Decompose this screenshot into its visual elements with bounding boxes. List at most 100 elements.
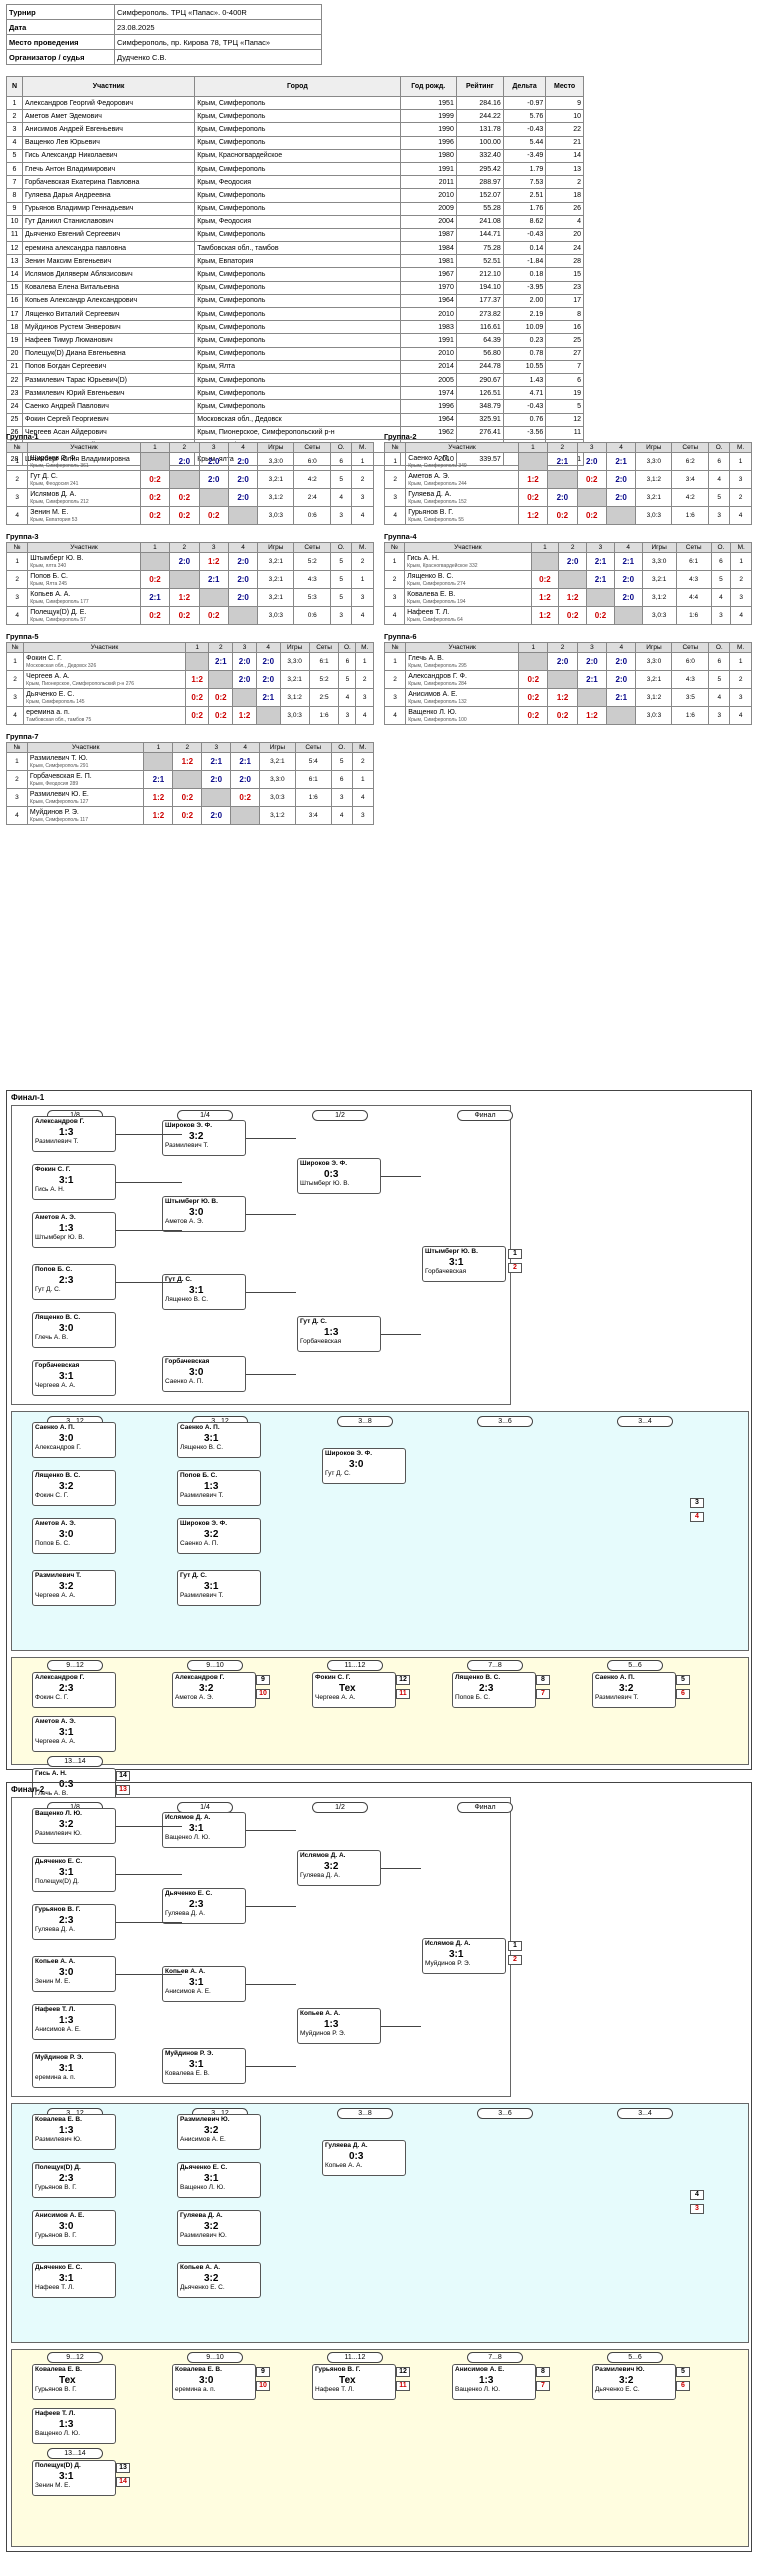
place-badge: 8: [536, 1675, 550, 1685]
group-place: 3: [729, 470, 752, 489]
group-title: Группа-7: [6, 732, 39, 741]
match-score: 0:2: [527, 711, 540, 720]
place-badge: 5: [676, 1675, 690, 1685]
round-header: 11...12: [327, 2352, 383, 2363]
group-points: 5: [330, 470, 353, 489]
group-row-number: 1: [5, 652, 25, 671]
group-score-cell: 0:2: [586, 606, 615, 625]
player-cell: 4: [6, 135, 23, 150]
match-score: 1:2: [178, 593, 191, 602]
player-cell: 241.08: [455, 214, 504, 229]
participant-name: Аметов А. Э.: [408, 472, 450, 480]
group-place: 3: [355, 688, 374, 707]
group-header-cell: №: [5, 642, 25, 653]
match-score: 1:2: [527, 511, 539, 520]
group-score-cell: [208, 670, 234, 689]
match-player-bottom: Дьяченко Е. С.: [180, 2284, 225, 2291]
group-sets: 6:2: [671, 452, 710, 471]
group-score-cell: 2:0: [547, 488, 578, 507]
participant-name: Нафеев Т. Л.: [407, 608, 450, 616]
group-header-cell: М.: [729, 642, 752, 653]
match-player-top: Полещук(D) Д.: [35, 2164, 81, 2171]
match-player-top: Александров Г.: [35, 1118, 85, 1125]
group-games: 3,2:1: [257, 552, 295, 571]
group-place: 1: [355, 652, 374, 671]
player-cell: Крым, Симферополь: [194, 386, 401, 401]
match-score: 3:1: [449, 1257, 464, 1268]
participant-city: Крым, Симферополь 244: [408, 480, 467, 487]
match-score: 0:2: [527, 675, 540, 684]
players-header-cell: Дельта: [502, 76, 547, 97]
match-player-bottom: Гурьянов В. Г.: [35, 2386, 77, 2393]
group-points: 3: [708, 706, 731, 725]
player-cell: 212.10: [455, 267, 504, 282]
match-score: 2:0: [585, 457, 598, 466]
player-cell: 1.79: [502, 161, 547, 177]
group-score-cell: [184, 652, 210, 671]
place-badge: 8: [536, 2367, 550, 2377]
match-player-bottom: Размилевич Т.: [180, 1592, 224, 1599]
match-player-top: Ковалева Е. В.: [175, 2366, 222, 2373]
group-header-cell: О.: [708, 442, 731, 453]
group-points: 5: [710, 570, 732, 589]
group-score-cell: 2:0: [198, 470, 229, 489]
match-score: 3:1: [59, 2273, 74, 2284]
group-sets: 3:4: [671, 470, 710, 489]
player-cell: 1984: [399, 241, 457, 256]
group-sets: 4:2: [671, 488, 710, 507]
match-player-bottom: Зенин М. Е.: [35, 2482, 71, 2489]
group-header-cell: М.: [351, 742, 375, 753]
match-score: 2:3: [189, 1899, 204, 1910]
group-header-cell: 1: [139, 442, 171, 453]
player-cell: -3.49: [502, 148, 547, 163]
group-score-cell: [198, 488, 229, 507]
match-score: 2:0: [237, 593, 249, 602]
match-score: 3:1: [59, 2063, 74, 2074]
player-cell: 131.78: [455, 122, 504, 137]
player-cell: 1964: [399, 412, 457, 427]
group-points: 4: [330, 488, 353, 507]
player-cell: Крым, Симферополь: [194, 267, 401, 282]
match-score: 0:2: [191, 711, 203, 720]
player-cell: 24: [6, 399, 23, 414]
place-badge: 4: [690, 1512, 704, 1522]
group-points: 4: [710, 588, 732, 607]
participant-name: еремина а. п.: [26, 708, 70, 716]
match-score: 3:2: [59, 1581, 74, 1592]
match-score: 3:2: [59, 1481, 74, 1492]
player-cell: Лященко Виталий Сергеевич: [21, 306, 196, 322]
player-cell: 15: [6, 280, 23, 295]
match-player-bottom: Гуляева Д. А.: [35, 1926, 76, 1933]
player-cell: Крым, Симферополь: [194, 306, 401, 322]
player-cell: 1987: [399, 227, 457, 243]
group-sets: 1:6: [671, 506, 710, 525]
group-header-cell: №: [383, 642, 407, 653]
group-sets: 4:2: [293, 470, 332, 489]
match-player-bottom: Штымберг Ю. В.: [300, 1180, 350, 1187]
match-score: 1:2: [566, 593, 579, 602]
match-player-bottom: Попов Б. С.: [455, 1694, 491, 1701]
place-badge: 7: [536, 1689, 550, 1699]
round-header: 3...4: [617, 1416, 673, 1427]
player-cell: 14: [545, 148, 584, 163]
match-score: 1:2: [238, 711, 251, 720]
match-score: 0:2: [181, 811, 194, 820]
group-score-cell: 2:1: [613, 552, 643, 571]
player-cell: 2.51: [502, 188, 547, 203]
group-score-cell: 0:2: [576, 470, 607, 489]
group-score-cell: 2:0: [232, 652, 257, 671]
group-games: 3,2:1: [635, 488, 673, 507]
bracket-line: [381, 1334, 421, 1335]
